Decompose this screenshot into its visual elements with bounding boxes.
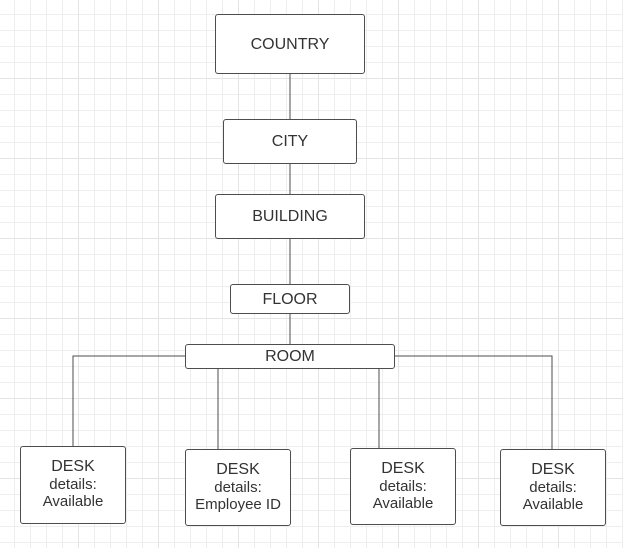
building-label: BUILDING — [252, 208, 328, 225]
desk-node-3[interactable]: DESK details: Available — [350, 448, 456, 525]
desk-title: DESK — [381, 460, 425, 477]
city-node[interactable]: CITY — [223, 119, 357, 164]
desk-details-label: details: — [214, 479, 262, 496]
desk-title: DESK — [51, 458, 95, 475]
room-node[interactable]: ROOM — [185, 344, 395, 369]
desk-node-1[interactable]: DESK details: Available — [20, 446, 126, 524]
desk-node-4[interactable]: DESK details: Available — [500, 449, 606, 526]
desk-title: DESK — [216, 461, 260, 478]
desk-node-2[interactable]: DESK details: Employee ID — [185, 449, 291, 526]
country-label: COUNTRY — [250, 35, 330, 53]
room-label: ROOM — [265, 348, 315, 365]
city-label: CITY — [271, 133, 309, 150]
floor-label: FLOOR — [262, 290, 318, 308]
connector-room-desk-4 — [395, 355, 553, 449]
desk-details-label: details: — [529, 479, 577, 496]
desk-title: DESK — [531, 461, 575, 478]
desk-status: Employee ID — [195, 496, 281, 513]
floor-node[interactable]: FLOOR — [230, 284, 350, 314]
desk-status: Available — [522, 496, 584, 513]
desk-status: Available — [42, 493, 104, 510]
connector-room-desk-1 — [72, 355, 185, 446]
desk-status: Available — [372, 495, 434, 512]
building-node[interactable]: BUILDING — [215, 194, 365, 239]
country-node[interactable]: COUNTRY — [215, 14, 365, 74]
desk-details-label: details: — [379, 478, 427, 495]
desk-details-label: details: — [49, 476, 97, 493]
